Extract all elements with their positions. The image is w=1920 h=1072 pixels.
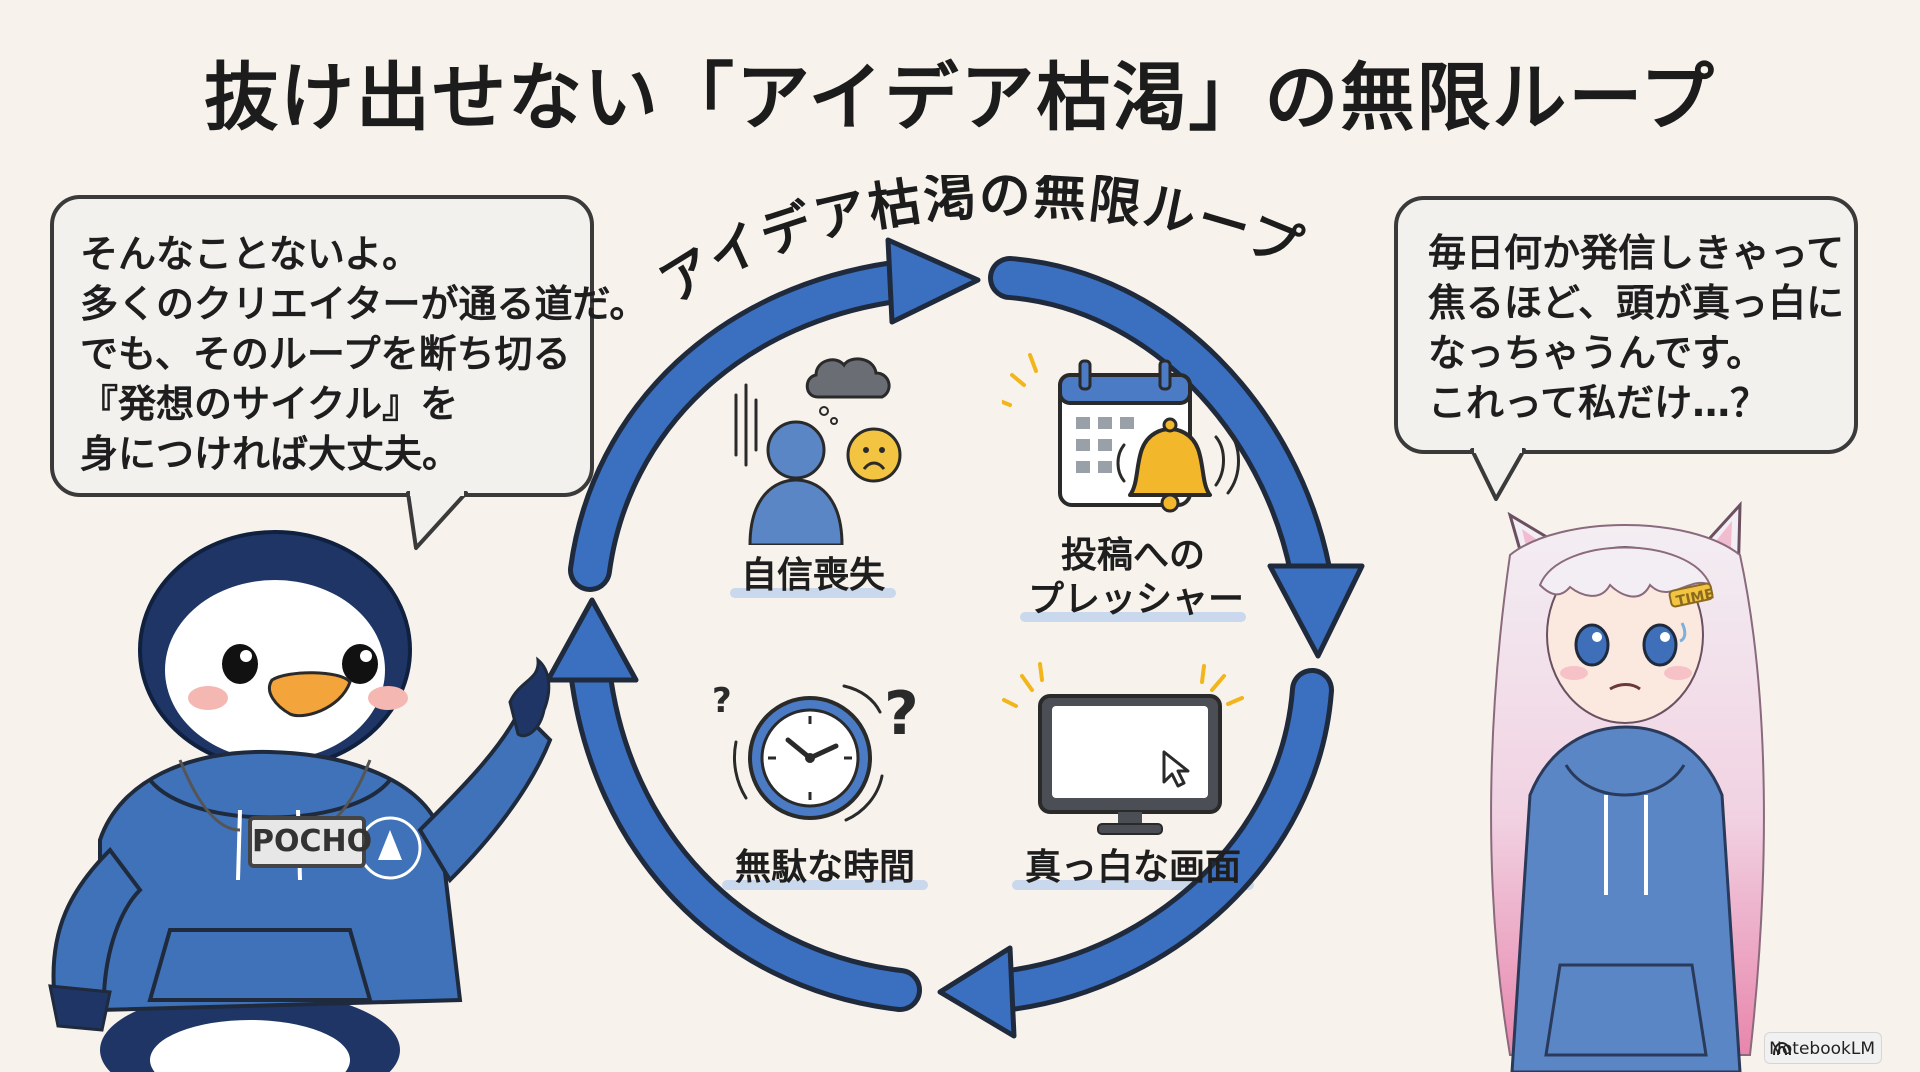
name-badge: POCHO	[248, 816, 372, 868]
girl-character	[1490, 501, 1765, 1072]
girl-bubble-tail	[1470, 447, 1526, 501]
sad-person-icon	[734, 357, 902, 545]
page-title: 抜け出せない「アイデア枯渇」の無限ループ	[204, 55, 1716, 141]
clock-question-icon: ? ?	[712, 679, 919, 822]
loop-title-arc: アイデア枯渇の無限ループ	[655, 175, 1311, 315]
notebooklm-watermark: NotebookLM	[1764, 1032, 1882, 1064]
svg-text:?: ?	[884, 679, 919, 749]
notebooklm-icon	[1773, 1042, 1791, 1056]
svg-text:?: ?	[712, 681, 732, 721]
bubble-line: 毎日何か発信しきゃって	[1428, 231, 1845, 275]
arrow-head-bottom	[937, 945, 1017, 1039]
badge-text: POCHO	[252, 824, 373, 859]
bubble-line: そんなことないよ。	[80, 232, 421, 276]
loop-arrows	[545, 237, 1365, 1039]
penguin-bubble-tail	[406, 490, 468, 550]
stage-label-pressure: 投稿への プレッシャー	[1020, 534, 1246, 622]
svg-text:アイデア枯渇の無限ループ: アイデア枯渇の無限ループ	[655, 175, 1311, 315]
bubble-line: 多くのクリエイターが通る道だ。	[80, 282, 648, 326]
arrow-head-right	[1267, 563, 1365, 659]
watermark-text: NotebookLM	[1769, 1039, 1875, 1059]
penguin-character	[48, 530, 553, 1072]
penguin-speech-bubble: そんなことないよ。 多くのクリエイターが通る道だ。 でも、そのループを断ち切る …	[50, 195, 648, 497]
loop-title: アイデア枯渇の無限ループ	[655, 175, 1309, 315]
blank-monitor-icon	[1002, 662, 1244, 835]
bubble-line: 焦るほど、頭が真っ白に	[1428, 281, 1845, 325]
bubble-line: 身につければ大丈夫。	[80, 432, 461, 476]
bubble-line: 『発想のサイクル』を	[80, 382, 459, 426]
calendar-bell-icon	[1002, 353, 1240, 513]
stage-label-confidence: 自信喪失	[730, 554, 896, 598]
girl-speech-bubble: 毎日何か発信しきゃって 焦るほど、頭が真っ白に なっちゃうんです。 これって私だ…	[1394, 196, 1858, 454]
stage-label-wasted-time: 無駄な時間	[722, 846, 928, 890]
bubble-line: でも、そのループを断ち切る	[80, 332, 571, 376]
bubble-line: なっちゃうんです。	[1428, 331, 1765, 375]
arrow-head-left	[545, 597, 639, 683]
bubble-line: これって私だけ…？	[1428, 381, 1769, 425]
stage-label-blank-screen: 真っ白な画面	[1012, 846, 1254, 890]
arrow-head-top	[885, 237, 981, 325]
